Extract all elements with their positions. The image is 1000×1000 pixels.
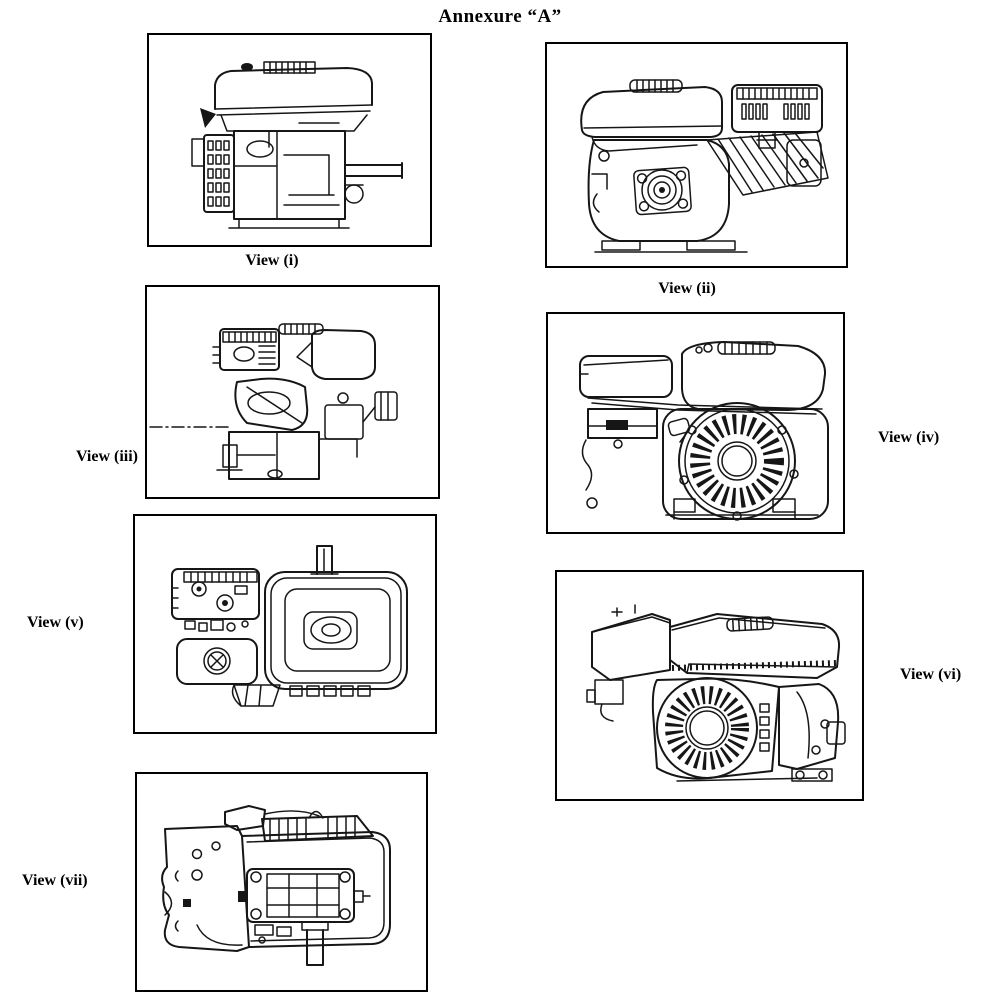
figure-frame-view-vii (135, 772, 428, 992)
view-iv-label: View (iv) (878, 429, 940, 446)
view-vii-label: View (vii) (22, 872, 88, 889)
view-vi-label: View (vi) (900, 666, 962, 683)
engine-carburetor-side-view-drawing (147, 287, 438, 497)
engine-recoil-starter-side-view-drawing (548, 314, 843, 532)
page-title: Annexure “A” (438, 6, 562, 27)
view-iii-label: View (iii) (75, 448, 138, 465)
figure-frame-view-vi (555, 570, 864, 801)
figure-frame-view-i (147, 33, 432, 247)
view-v-label: View (v) (27, 614, 84, 631)
engine-three-quarter-perspective-view-drawing (557, 572, 862, 799)
figure-frame-view-iv (546, 312, 845, 534)
engine-bottom-view-drawing (137, 774, 426, 990)
engine-left-side-view-drawing (149, 35, 430, 245)
engine-top-view-drawing (135, 516, 435, 732)
figure-frame-view-iii (145, 285, 440, 499)
figure-frame-view-ii (545, 42, 848, 268)
view-ii-label: View (ii) (658, 280, 716, 297)
figure-frame-view-v (133, 514, 437, 734)
engine-pto-shaft-end-view-drawing (547, 44, 846, 266)
view-i-label: View (i) (245, 252, 299, 269)
